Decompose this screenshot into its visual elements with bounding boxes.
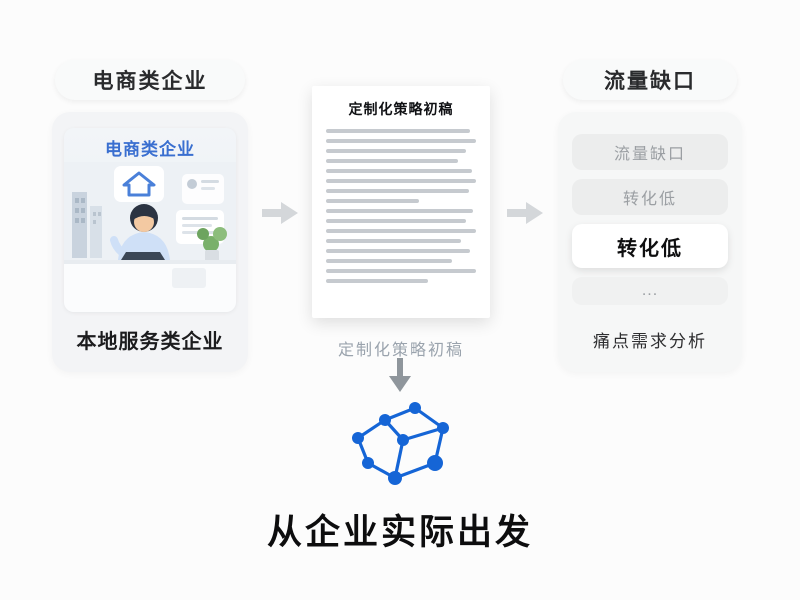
arrow-right-icon [262,202,298,224]
network-graph-icon [352,402,449,485]
list-item: 转化低 [572,179,728,215]
house-icon [122,171,156,197]
document-lines [326,129,476,283]
list-item-label: 转化低 [622,191,677,208]
enterprise-illustration-card: 电商类企业 [64,128,236,312]
right-card: 流量缺口 转化低 转化低 ... 痛点需求分析 [558,112,742,372]
left-pill: 电商类企业 [55,60,245,100]
list-item: 流量缺口 [572,134,728,170]
laptop-icon [121,252,165,260]
right-pill-label: 流量缺口 [604,70,696,93]
office-illustration [64,162,236,312]
right-pill: 流量缺口 [563,60,737,100]
arrow-right-icon [507,202,543,224]
list-item-highlighted: 转化低 [572,224,728,268]
enterprise-card-title: 电商类企业 [105,140,195,159]
list-item-label: 流量缺口 [613,146,686,163]
plant-icon [197,227,227,262]
left-card: 电商类企业 [52,112,248,372]
arrow-down-icon [389,358,411,392]
list-item-label: ... [641,282,659,299]
right-card-caption: 痛点需求分析 [593,332,707,351]
document-title: 定制化策略初稿 [348,101,454,117]
strategy-document: 定制化策略初稿 [312,86,490,318]
list-item-ellipsis: ... [572,277,728,305]
list-item-label: 转化低 [617,237,683,260]
headline: 从企业实际出发 [266,513,533,552]
left-pill-label: 电商类企业 [92,70,208,93]
left-card-caption: 本地服务类企业 [76,331,224,353]
document-caption: 定制化策略初稿 [337,342,464,359]
pain-point-list: 流量缺口 转化低 转化低 ... [572,134,728,314]
